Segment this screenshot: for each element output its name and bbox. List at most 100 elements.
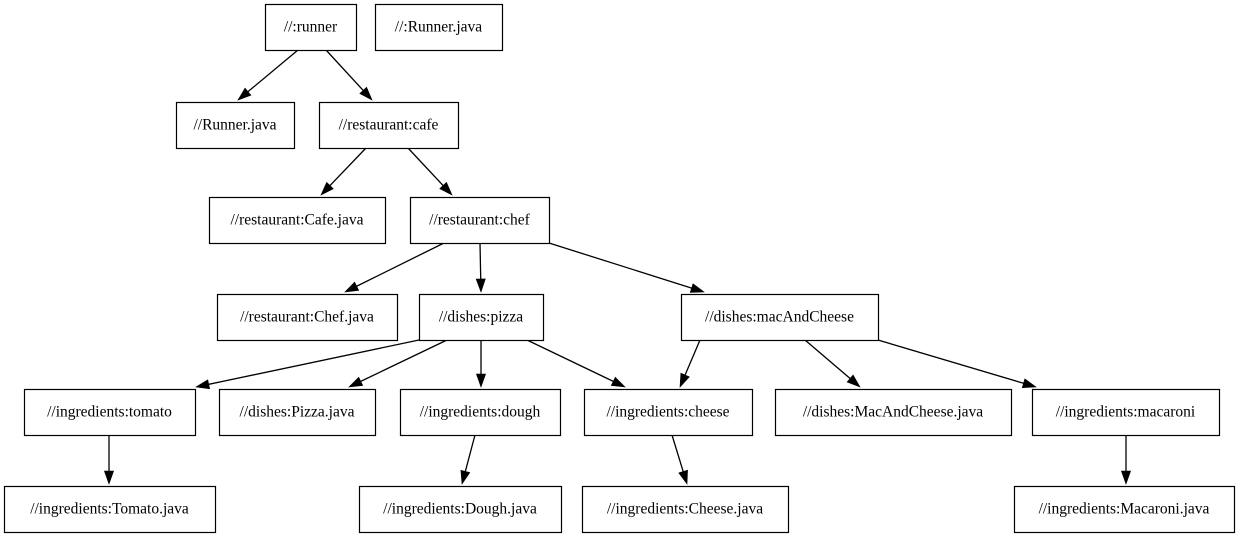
node-box[interactable] bbox=[1031, 388, 1221, 437]
arrowhead-icon bbox=[475, 278, 486, 293]
node-box[interactable] bbox=[680, 293, 880, 342]
graph-node-ing_Dough_java[interactable]: //ingredients:Dough.java bbox=[358, 485, 563, 534]
graph-node-Runner_java[interactable]: //Runner.java bbox=[175, 101, 296, 150]
node-box[interactable] bbox=[218, 388, 377, 437]
graph-edge bbox=[548, 242, 705, 293]
graph-edge bbox=[1120, 435, 1132, 485]
arrowhead-icon bbox=[320, 181, 334, 196]
node-box[interactable] bbox=[264, 3, 358, 52]
graph-node-ing_Tomato_java[interactable]: //ingredients:Tomato.java bbox=[3, 485, 217, 534]
graph-edge bbox=[877, 339, 1037, 389]
node-box[interactable] bbox=[358, 485, 563, 534]
node-box[interactable] bbox=[581, 485, 790, 534]
graph-node-restaurant_Cafe_java[interactable]: //restaurant:Cafe.java bbox=[208, 196, 387, 245]
arrowhead-icon bbox=[348, 376, 364, 388]
arrowhead-icon bbox=[678, 469, 688, 485]
node-label: //restaurant:Chef.java bbox=[240, 309, 374, 326]
edge-line bbox=[407, 147, 444, 186]
graph-node-ing_cheese[interactable]: //ingredients:cheese bbox=[583, 388, 754, 437]
graph-node-dishes_pizza[interactable]: //dishes:pizza bbox=[418, 293, 545, 342]
graph-node-dishes_MacAndCheese_java[interactable]: //dishes:MacAndCheese.java bbox=[774, 388, 1013, 437]
graph-edge bbox=[320, 147, 367, 196]
node-label: //:Runner.java bbox=[395, 19, 483, 36]
arrowhead-icon bbox=[359, 86, 373, 101]
node-box[interactable] bbox=[774, 388, 1013, 437]
arrowhead-icon bbox=[1120, 470, 1132, 485]
node-label: //ingredients:tomato bbox=[47, 404, 172, 421]
graph-node-ing_tomato[interactable]: //ingredients:tomato bbox=[23, 388, 197, 437]
edge-line bbox=[684, 339, 701, 376]
graph-edge bbox=[804, 339, 861, 388]
node-box[interactable] bbox=[318, 101, 460, 150]
node-label: //dishes:Pizza.java bbox=[240, 404, 355, 421]
graph-node-ing_macaroni[interactable]: //ingredients:macaroni bbox=[1031, 388, 1221, 437]
node-label: //restaurant:chef bbox=[429, 212, 531, 229]
graph-node-root_Runner_java[interactable]: //:Runner.java bbox=[374, 3, 504, 52]
edge-line bbox=[479, 242, 482, 280]
node-label: //restaurant:Cafe.java bbox=[231, 212, 364, 229]
graph-node-restaurant_chef[interactable]: //restaurant:chef bbox=[409, 196, 551, 245]
arrowhead-icon bbox=[610, 376, 626, 388]
arrowhead-icon bbox=[439, 181, 453, 196]
graph-edge bbox=[526, 339, 626, 388]
graph-node-restaurant_Chef_java[interactable]: //restaurant:Chef.java bbox=[216, 293, 399, 342]
graph-edge bbox=[671, 434, 688, 485]
edges-layer bbox=[103, 49, 1132, 485]
edge-line bbox=[247, 49, 299, 93]
graph-node-restaurant_cafe[interactable]: //restaurant:cafe bbox=[318, 101, 460, 150]
graph-node-ing_Cheese_java[interactable]: //ingredients:Cheese.java bbox=[581, 485, 790, 534]
graph-edge bbox=[103, 435, 115, 485]
node-box[interactable] bbox=[23, 388, 197, 437]
edge-line bbox=[208, 339, 420, 385]
node-box[interactable] bbox=[208, 196, 387, 245]
edge-line bbox=[877, 339, 1024, 384]
edge-line bbox=[360, 339, 448, 382]
graph-edge bbox=[325, 49, 373, 101]
node-label: //:runner bbox=[284, 19, 338, 36]
graph-edge bbox=[460, 434, 476, 485]
edge-line bbox=[526, 339, 614, 382]
arrowhead-icon bbox=[1021, 378, 1037, 389]
graph-node-dishes_Pizza_java[interactable]: //dishes:Pizza.java bbox=[218, 388, 377, 437]
arrowhead-icon bbox=[344, 281, 360, 293]
node-label: //ingredients:Tomato.java bbox=[30, 501, 189, 518]
graph-node-ing_Macaroni_java[interactable]: //ingredients:Macaroni.java bbox=[1013, 485, 1236, 534]
edge-line bbox=[671, 434, 684, 472]
edge-line bbox=[464, 434, 476, 472]
node-box[interactable] bbox=[175, 101, 296, 150]
node-box[interactable] bbox=[216, 293, 399, 342]
graph-edge bbox=[407, 147, 453, 196]
node-box[interactable] bbox=[1013, 485, 1236, 534]
graph-edge bbox=[195, 339, 420, 390]
node-box[interactable] bbox=[583, 388, 754, 437]
node-box[interactable] bbox=[399, 388, 562, 437]
graph-edge bbox=[475, 340, 487, 388]
edge-line bbox=[325, 49, 364, 91]
node-label: //ingredients:cheese bbox=[606, 404, 729, 421]
arrowhead-icon bbox=[679, 372, 690, 388]
graph-edge bbox=[348, 339, 448, 388]
node-label: //dishes:pizza bbox=[439, 309, 523, 326]
node-label: //restaurant:cafe bbox=[339, 117, 439, 134]
edge-line bbox=[804, 339, 851, 380]
graph-edge bbox=[237, 49, 299, 101]
node-label: //dishes:MacAndCheese.java bbox=[803, 404, 983, 421]
node-box[interactable] bbox=[374, 3, 504, 52]
graph-node-dishes_macAndCheese[interactable]: //dishes:macAndCheese bbox=[680, 293, 880, 342]
node-label: //dishes:macAndCheese bbox=[705, 309, 854, 326]
nodes-layer: //:runner //:Runner.java //Runner.java //re… bbox=[3, 3, 1236, 534]
node-box[interactable] bbox=[3, 485, 217, 534]
edge-line bbox=[329, 147, 367, 187]
node-box[interactable] bbox=[409, 196, 551, 245]
graph-edge bbox=[679, 339, 701, 388]
graph-node-runner[interactable]: //:runner bbox=[264, 3, 358, 52]
node-label: //Runner.java bbox=[193, 117, 276, 134]
node-label: //ingredients:Macaroni.java bbox=[1039, 501, 1210, 518]
graph-edge bbox=[344, 242, 445, 293]
graph-node-ing_dough[interactable]: //ingredients:dough bbox=[399, 388, 562, 437]
arrowhead-icon bbox=[475, 373, 487, 388]
node-box[interactable] bbox=[418, 293, 545, 342]
node-label: //ingredients:dough bbox=[420, 404, 541, 421]
node-label: //ingredients:Dough.java bbox=[383, 501, 537, 518]
